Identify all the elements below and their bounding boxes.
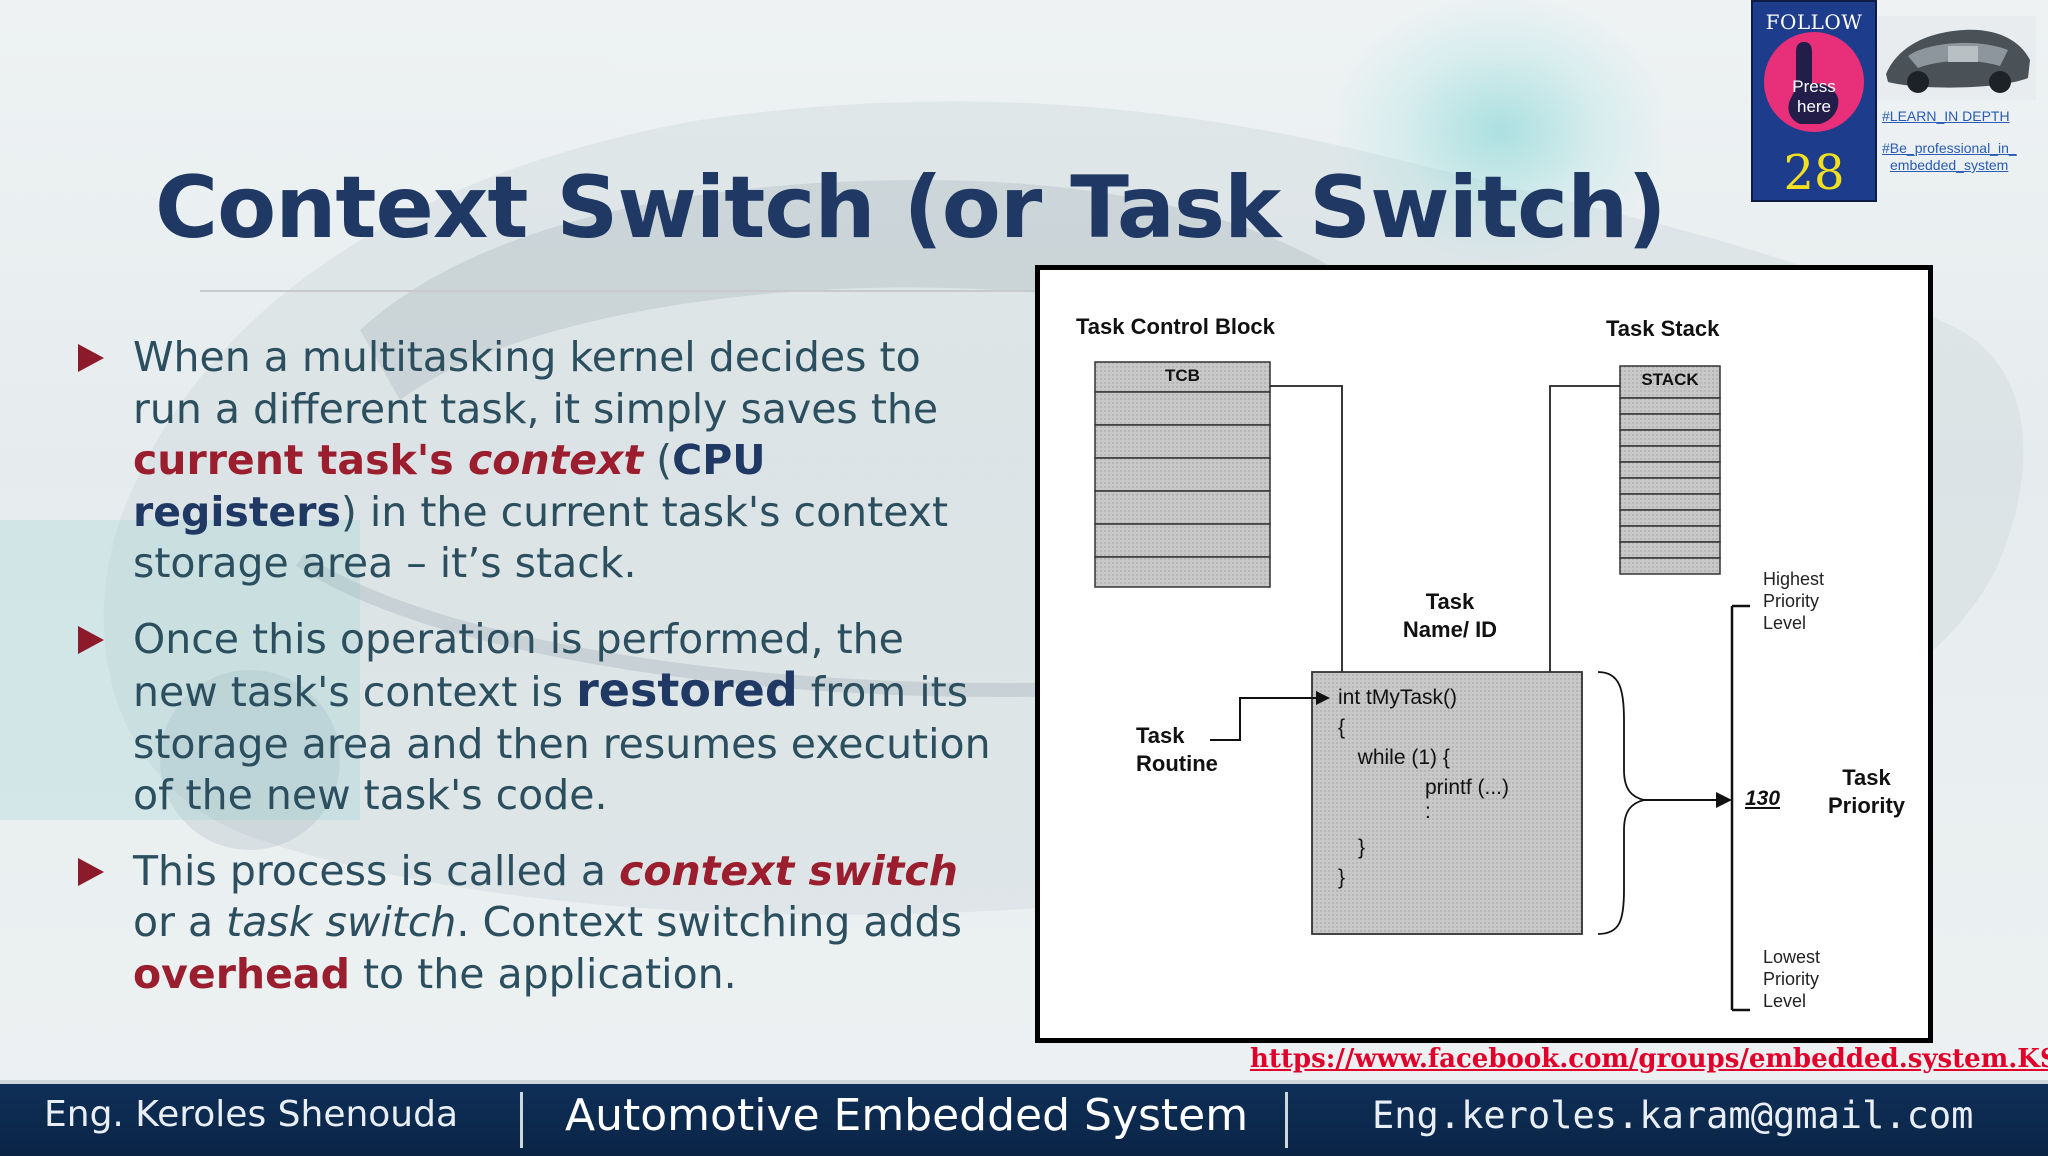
tcb-title: Task Control Block (1076, 314, 1275, 339)
bullet-text-part: This process is called a (133, 846, 620, 895)
task-name-label: Task Name/ ID (1402, 589, 1498, 642)
footer-email: Eng.keroles.karam@gmail.com (1372, 1094, 1974, 1137)
stack-header: STACK (1641, 370, 1699, 389)
bullet-text-part: context switch (619, 846, 958, 895)
bullet-arrow-icon (78, 857, 104, 886)
routine-arrow (1210, 697, 1318, 741)
bullet-text-part: . Context switching adds (456, 898, 962, 946)
bullet-1-text: When a multitasking kernel decides to ru… (133, 333, 948, 587)
task-diagram: Task Control Block TCB Task Stack STACK … (1035, 265, 1933, 1043)
hashtag-be-professional[interactable]: #Be_professional_in_ (1882, 140, 2017, 156)
code-line-3: while (1) { (1346, 746, 1450, 769)
lowest-priority-label: Lowest Priority Level (1763, 947, 1821, 1011)
bullet-text-part: Once this operation is performed, the ne… (133, 614, 904, 717)
slide-number: 28 (1783, 145, 1845, 201)
bullet-text-part: ( (643, 436, 673, 484)
bullet-text-part: or a (133, 898, 227, 946)
follow-us-button[interactable]: FOLLOW US Press here 28 (1751, 0, 1877, 202)
bullet-text-part: current task's (133, 436, 468, 484)
stack-box (1619, 365, 1721, 575)
footer-course-title: Automotive Embedded System (565, 1090, 1249, 1141)
tcb-header: TCB (1165, 366, 1200, 385)
hand-pointer-icon (1788, 42, 1839, 124)
title-divider (200, 290, 1050, 292)
priority-value: 130 (1745, 787, 1781, 810)
bullet-text-part: restored (576, 663, 798, 717)
code-line-6: } (1358, 836, 1366, 859)
tcb-connector (1270, 385, 1343, 672)
task-routine-box (1311, 671, 1583, 935)
code-line-4: printf (...) (1425, 776, 1510, 799)
code-line-1: int tMyTask() (1338, 686, 1458, 709)
stack-connector (1549, 385, 1620, 672)
highest-priority-label: Highest Priority Level (1763, 569, 1825, 633)
bullet-text-part: to the application. (349, 949, 737, 998)
bullet-text-part: overhead (133, 949, 350, 998)
tcb-box (1094, 361, 1271, 588)
press-circle (1764, 32, 1864, 132)
code-line-2: { (1338, 716, 1346, 739)
bullet-1: When a multitasking kernel decides to ru… (78, 332, 998, 590)
brace-icon (1597, 671, 1645, 935)
bullet-text-part: CPU registers (133, 436, 766, 536)
facebook-group-link[interactable]: https://www.facebook.com/groups/embedded… (1250, 1044, 2048, 1074)
footer-divider (1285, 1092, 1288, 1148)
bullet-text-part: task switch (226, 898, 457, 946)
footer-author: Eng. Keroles Shenouda (44, 1094, 459, 1135)
bullet-text-part: from its storage area and then resumes e… (133, 668, 991, 819)
bullet-2: Once this operation is performed, the ne… (78, 614, 998, 822)
task-priority-label: Task Priority (1828, 765, 1906, 818)
diagram-lines (1094, 361, 1750, 1012)
bullet-text-part: ) in the current task's context storage … (133, 487, 949, 588)
bullet-text-part: context (467, 436, 644, 484)
code-line-5: : (1425, 800, 1431, 823)
teal-glow (1340, 0, 1660, 260)
press-here-label: Press here (1792, 77, 1836, 116)
slide-title: Context Switch (or Task Switch) (155, 158, 1667, 258)
routine-arrowhead-icon (1316, 691, 1330, 705)
bullet-arrow-icon (78, 625, 104, 654)
bullet-list: When a multitasking kernel decides to ru… (78, 332, 998, 1024)
hashtag-learn-in-depth[interactable]: #LEARN_IN DEPTH (1882, 108, 2010, 124)
bullet-text-part: When a multitasking kernel decides to ru… (133, 333, 939, 433)
footer-bar: Eng. Keroles Shenouda Automotive Embedde… (0, 1080, 2048, 1156)
car-engine-thumbnail (1878, 16, 2036, 100)
bullet-3-text: This process is called a context switch … (133, 847, 962, 998)
bullet-2-text: Once this operation is performed, the ne… (133, 615, 991, 820)
bullet-3: This process is called a context switch … (78, 846, 998, 1001)
code-line-7: } (1338, 866, 1346, 889)
hashtag-embedded-system[interactable]: embedded_system (1890, 157, 2009, 173)
stack-title: Task Stack (1606, 316, 1720, 341)
task-routine-label: Task Routine (1136, 723, 1218, 776)
priority-arrowhead-icon (1716, 792, 1732, 808)
bullet-arrow-icon (78, 344, 104, 372)
footer-divider (520, 1092, 523, 1148)
